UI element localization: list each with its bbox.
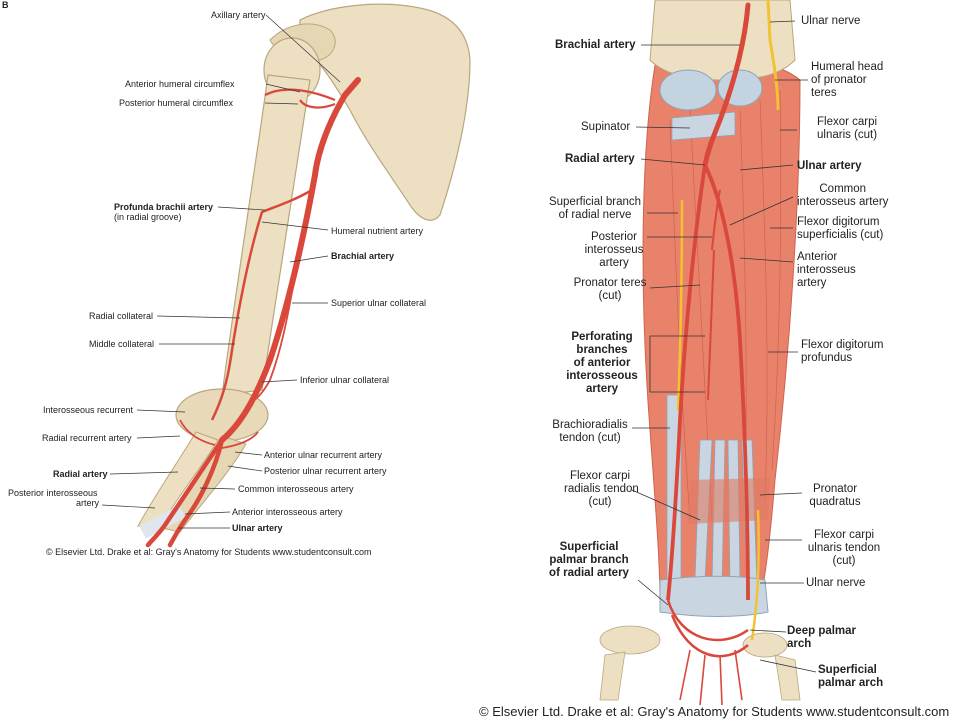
ulnar-artery-right-vessel [703, 164, 750, 601]
label-flexor-digitorum-superficialis: Flexor digitorum superficialis (cut) [797, 216, 884, 241]
radial-artery-right-vessel [666, 164, 707, 601]
hand-bones [599, 625, 801, 701]
axillary-artery-vessel [312, 77, 361, 178]
humerus-shaft [221, 74, 311, 396]
label-radial-collateral: Radial collateral [89, 311, 154, 321]
ulnar-nerve-vessel [766, 0, 780, 111]
label-superficial-branch-radial-nerve: Superficial branch of radial nerve [548, 196, 642, 221]
capitulum [659, 69, 717, 111]
label-axillary-artery: Axillary artery [211, 10, 266, 20]
label-radial-artery-left: Radial artery [53, 469, 108, 479]
label-brachial-artery-right: Brachial artery [555, 39, 636, 51]
label-middle-collateral: Middle collateral [89, 339, 155, 349]
left-leader-lines [101, 14, 341, 529]
profunda-brachii-vessel [210, 188, 313, 421]
label-flexor-carpi-radialis-tendon: Flexor carpi radialis tendon (cut) [564, 470, 639, 508]
label-radial-artery-right: Radial artery [565, 153, 635, 165]
credit-right: © Elsevier Ltd. Drake et al: Gray's Anat… [479, 704, 950, 719]
palmar-arches [666, 599, 749, 658]
ulnar-nerve-lower [750, 509, 760, 641]
radial-artery-vessel [145, 437, 225, 548]
credit-left: © Elsevier Ltd. Drake et al: Gray's Anat… [46, 547, 372, 557]
scapula [299, 3, 471, 221]
label-deep-palmar-arch: Deep palmar arch [787, 625, 857, 650]
radial-nerve-branch [676, 199, 684, 411]
label-pronator-teres-cut: Pronator teres (cut) [573, 277, 647, 302]
label-brachioradialis-tendon: Brachioradialis tendon (cut) [552, 419, 628, 444]
label-posterior-interosseous-1: Posterior interosseous [8, 488, 98, 498]
label-supinator: Supinator [581, 121, 631, 133]
label-superior-ulnar-collateral: Superior ulnar collateral [331, 298, 427, 308]
superior-ulnar-collateral-vessel [247, 249, 301, 406]
label-anterior-interosseus: Anterior interosseus artery [797, 251, 856, 289]
right-forearm-illustration [599, 0, 817, 706]
label-humeral-head-pronator-teres: Humeral head of pronator teres [811, 61, 884, 99]
ulnar-artery-vessel [167, 437, 225, 548]
label-brachial-artery-left: Brachial artery [331, 251, 395, 261]
label-interosseous-recurrent: Interosseous recurrent [43, 405, 134, 415]
flexor-retinaculum [659, 575, 769, 617]
label-inferior-ulnar-collateral: Inferior ulnar collateral [300, 375, 390, 385]
label-perforating-branches: Perforating branches of anterior interos… [566, 331, 638, 395]
label-superficial-palmar-branch: Superficial palmar branch of radial arte… [549, 541, 629, 579]
label-humeral-nutrient: Humeral nutrient artery [331, 226, 424, 236]
label-profunda-brachii-sub: (in radial groove) [114, 212, 182, 222]
left-arm-illustration [101, 3, 471, 548]
brachial-artery-right-vessel [702, 2, 751, 168]
label-anterior-interosseous-left: Anterior interosseous artery [232, 507, 343, 517]
right-leader-lines [631, 20, 817, 673]
label-flexor-carpi-ulnaris-tendon: Flexor carpi ulnaris tendon (cut) [807, 529, 881, 567]
pronator-quadratus-muscle [688, 478, 770, 524]
label-posterior-ulnar-recurrent: Posterior ulnar recurrent artery [264, 466, 387, 476]
brachial-artery-vessel [219, 172, 318, 443]
label-profunda-brachii: Profunda brachii artery [114, 202, 214, 212]
interosseous-vessels [707, 189, 721, 401]
circumflex-vessels [264, 88, 336, 109]
panel-letter: B [2, 0, 9, 10]
label-ulnar-artery-right: Ulnar artery [797, 160, 862, 172]
label-superficial-palmar-arch: Superficial palmar arch [818, 664, 884, 689]
label-flexor-digitorum-profundus: Flexor digitorum profundus [801, 339, 884, 364]
label-ulnar-nerve-top: Ulnar nerve [801, 15, 861, 27]
label-common-interosseous-right: Common interosseus artery [797, 183, 889, 208]
recurrent-vessels [179, 419, 259, 449]
label-posterior-interosseous-2: artery [76, 498, 100, 508]
label-ulnar-artery-left: Ulnar artery [232, 523, 283, 533]
label-flexor-carpi-ulnaris-cut: Flexor carpi ulnaris (cut) [817, 116, 878, 141]
label-anterior-humeral-circumflex: Anterior humeral circumflex [125, 79, 235, 89]
label-pronator-quadratus: Pronator quadratus [809, 483, 861, 508]
digital-vessels [679, 649, 743, 706]
label-common-interosseous-left: Common interosseous artery [238, 484, 354, 494]
label-ulnar-nerve-bottom: Ulnar nerve [806, 577, 866, 589]
label-anterior-ulnar-recurrent: Anterior ulnar recurrent artery [264, 450, 383, 460]
label-posterior-humeral-circumflex: Posterior humeral circumflex [119, 98, 234, 108]
label-radial-recurrent: Radial recurrent artery [42, 433, 132, 443]
label-posterior-interosseus: Posterior interosseus artery [584, 231, 644, 269]
